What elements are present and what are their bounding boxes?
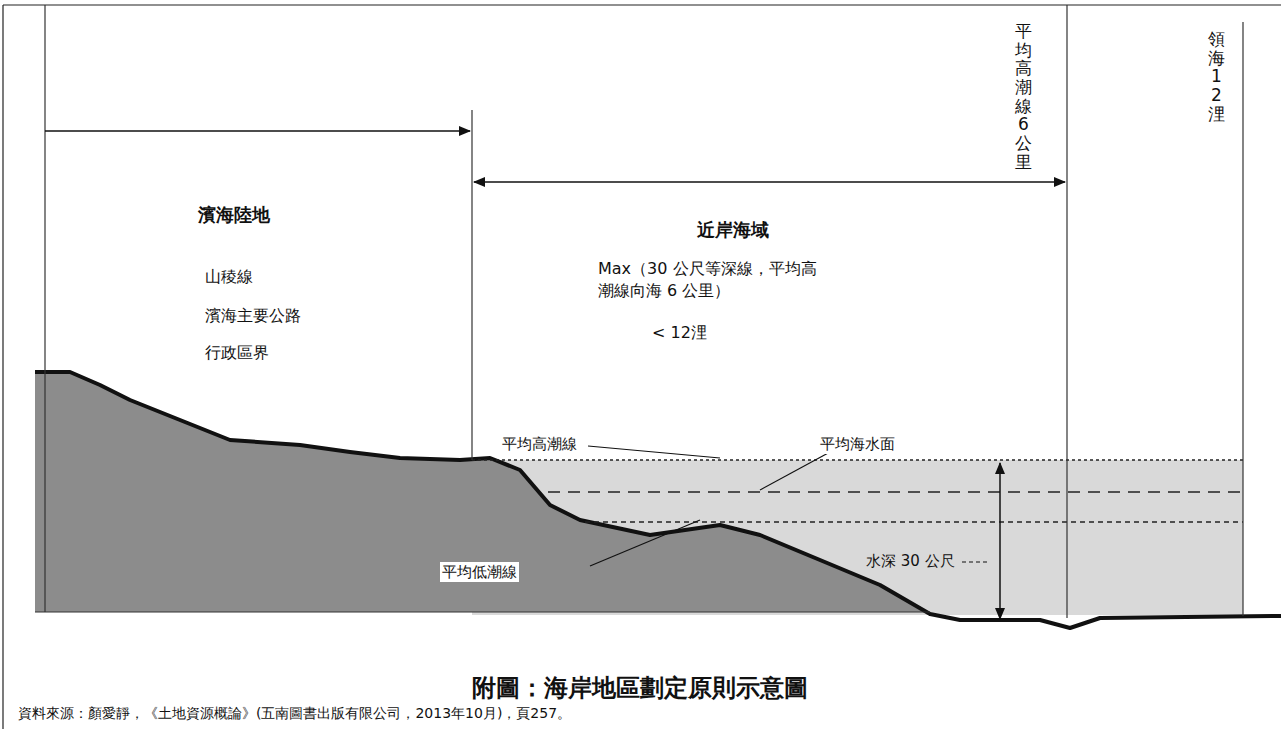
land-extent-arrow — [45, 130, 470, 132]
nearshore-extent-arrow — [474, 181, 1065, 183]
depth-dashes — [962, 561, 990, 562]
dimension-label: 水深 30 公尺 — [864, 551, 957, 571]
frame — [3, 5, 1281, 729]
boundary-lines — [45, 5, 1243, 618]
leader-lines — [588, 446, 830, 566]
region-name: 近岸海域 — [697, 218, 769, 242]
boundary-name: 領海12浬 — [1208, 30, 1225, 123]
mean-high-tide-line — [472, 459, 1243, 461]
mean-sea-level-line — [548, 491, 1243, 493]
seabed-line — [35, 372, 1281, 628]
mean-low-tide-line — [585, 521, 1243, 523]
range-rule: Max（30 公尺等深線，平均高 潮線向海 6 公里） — [598, 258, 834, 301]
region-name: 濱海陸地 — [198, 203, 270, 227]
boundary-item: 濱海主要公路 — [205, 305, 301, 327]
boundary-name: 平均高潮線6公里 — [1015, 22, 1032, 172]
boundary-item: 行政區界 — [205, 342, 269, 364]
boundary-item: 山稜線 — [205, 266, 253, 288]
line-label: 平均高潮線 — [500, 434, 579, 454]
range-limit: < 12浬 — [652, 322, 707, 344]
line-label: 平均海水面 — [818, 434, 897, 454]
line-label: 平均低潮線 — [440, 562, 519, 582]
figure-title: 附圖：海岸地區劃定原則示意圖 — [472, 672, 808, 704]
land-base — [35, 612, 930, 613]
source-note: 資料來源：顏愛靜，《土地資源概論》(五南圖書出版有限公司，2013年10月)，頁… — [18, 704, 571, 723]
depth-arrow — [999, 463, 1001, 619]
